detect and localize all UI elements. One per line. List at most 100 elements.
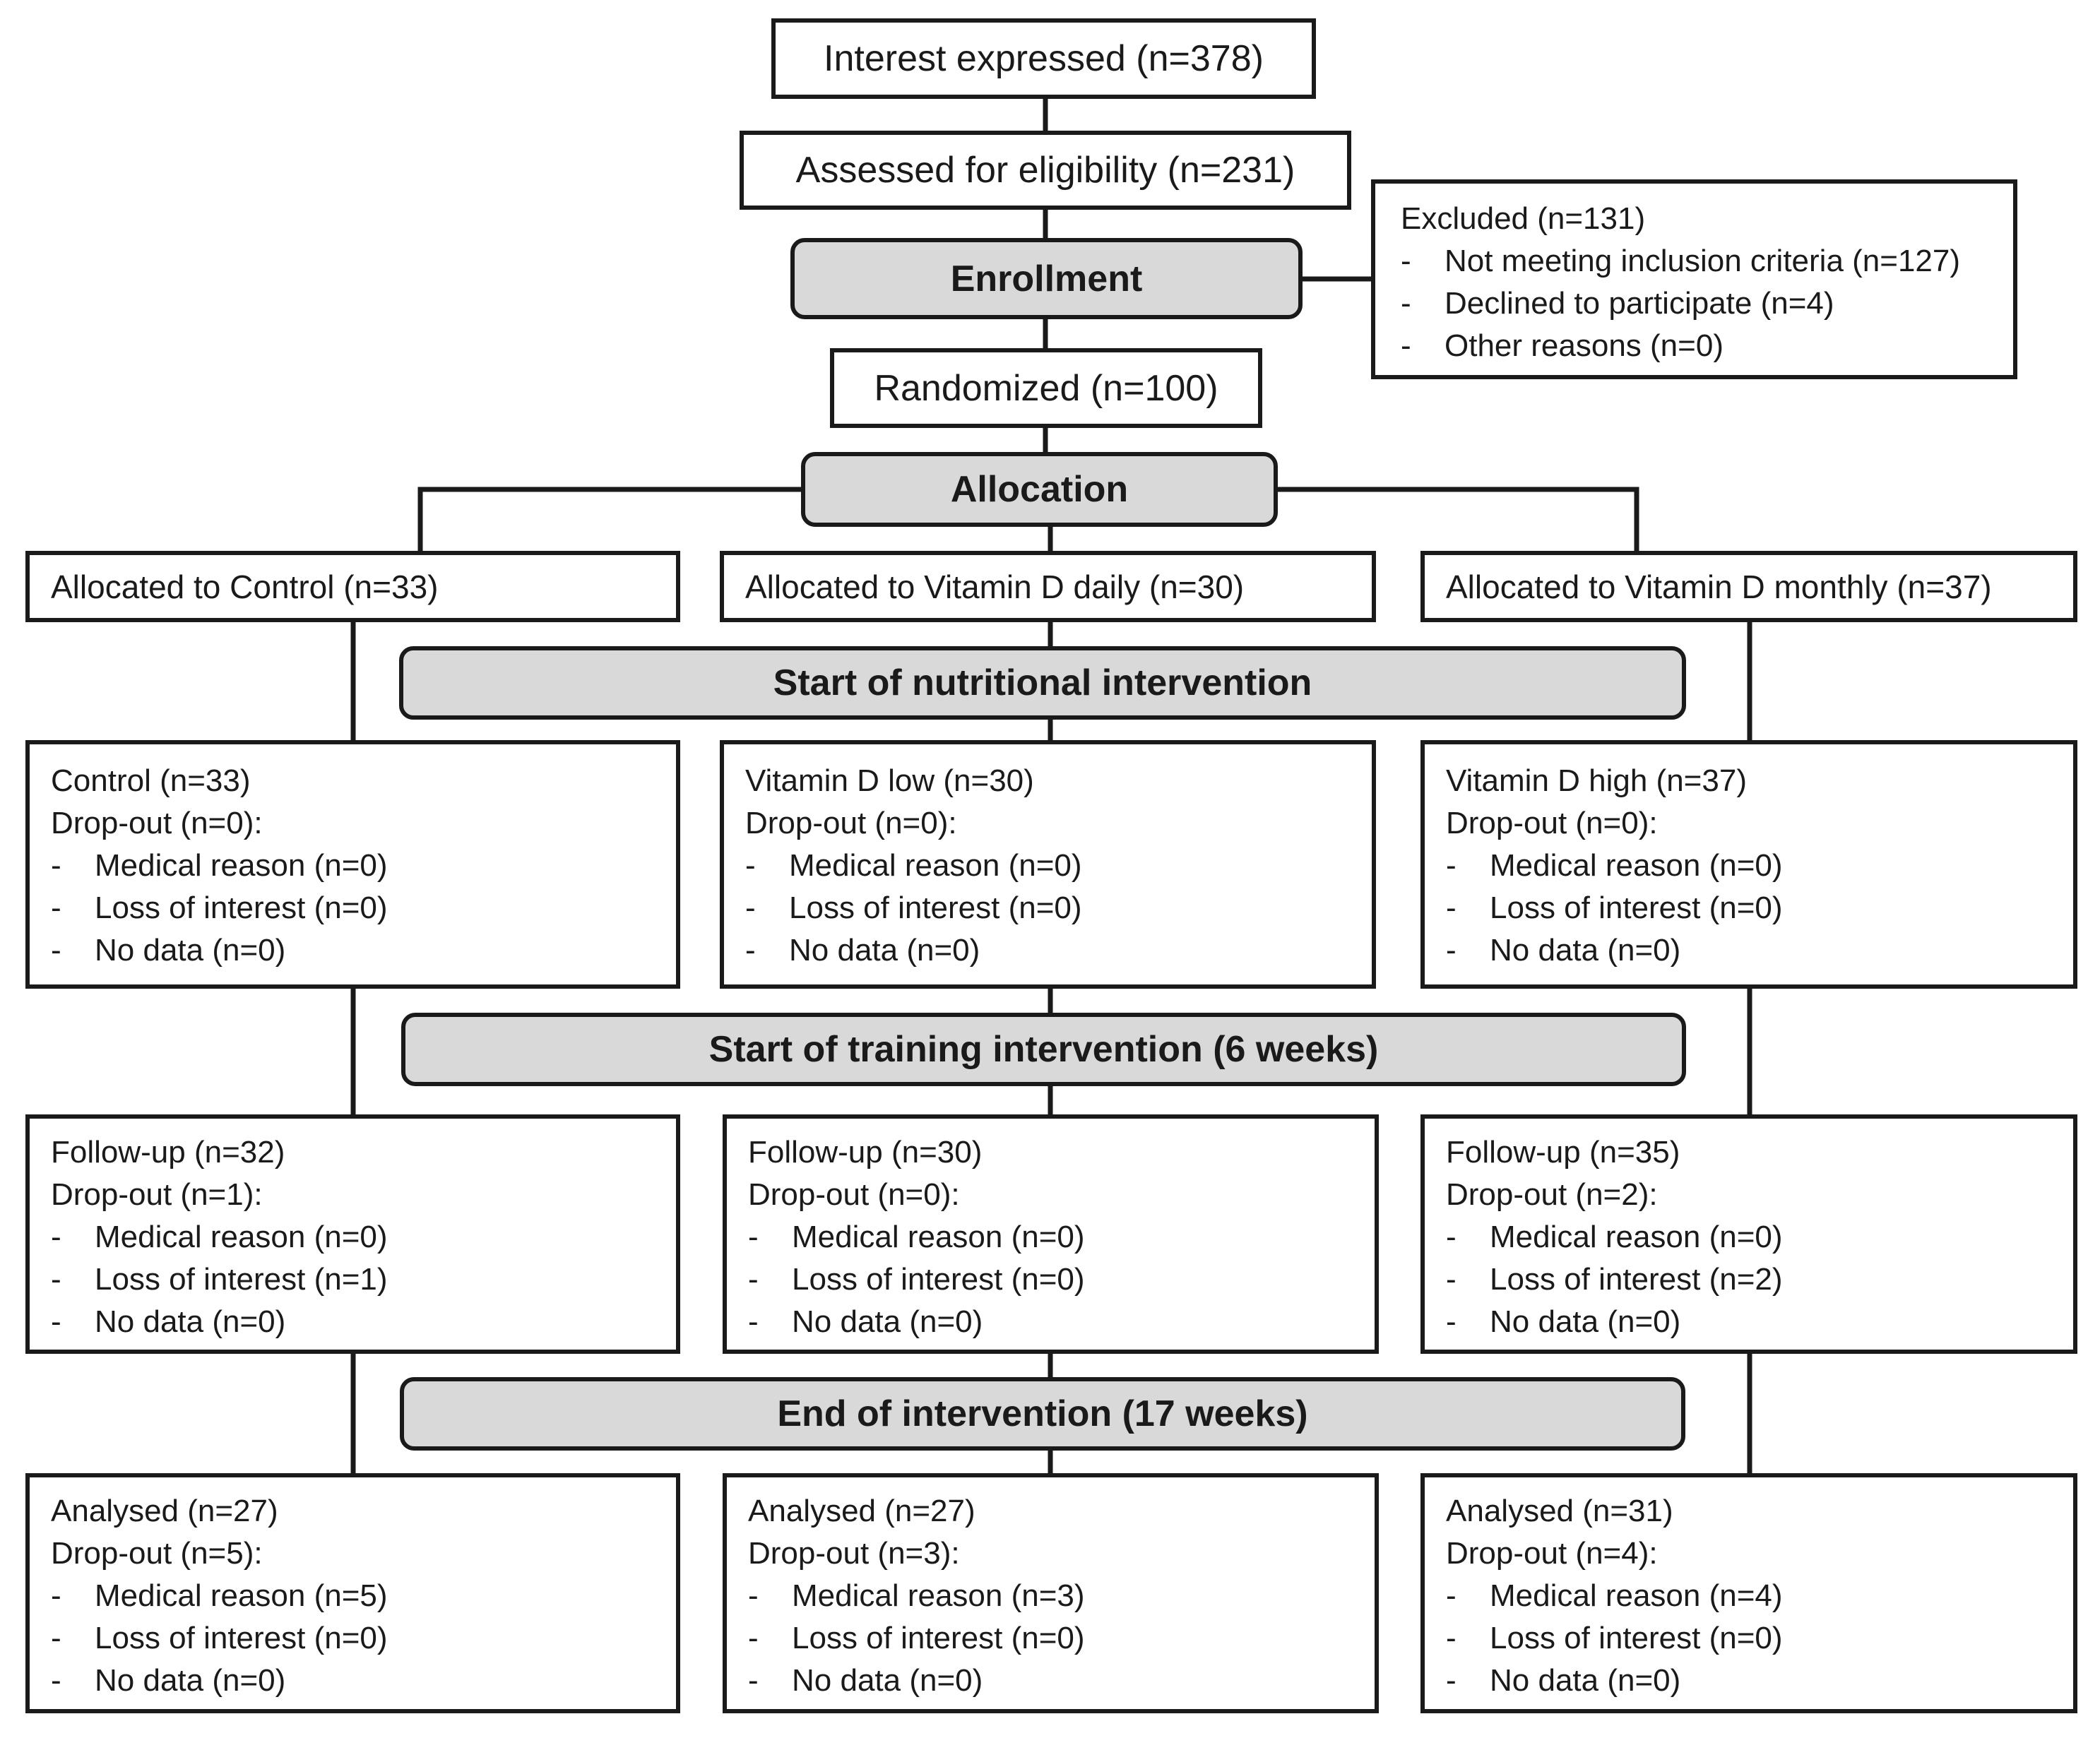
box-title: Follow-up (n=30) xyxy=(748,1135,983,1169)
dropout-item-label: Medical reason (n=4) xyxy=(1490,1578,1783,1613)
dropout-item: -No data (n=0) xyxy=(51,1660,662,1702)
bullet-dash: - xyxy=(1446,1262,1457,1297)
box-title: Analysed (n=31) xyxy=(1446,1494,1673,1528)
dropout-label: Drop-out (n=2): xyxy=(1446,1177,1658,1212)
dropout-item-label: No data (n=0) xyxy=(95,1663,286,1698)
stage-training: Start of training intervention (6 weeks) xyxy=(401,1013,1686,1086)
dropout-item-label: Medical reason (n=0) xyxy=(95,848,388,883)
dropout-item: -No data (n=0) xyxy=(748,1660,1360,1702)
box-title: Analysed (n=27) xyxy=(51,1494,278,1528)
dropout-item-label: Medical reason (n=0) xyxy=(789,848,1082,883)
phase-1-arm-2-box: Follow-up (n=35) Drop-out (n=2): -Medica… xyxy=(1420,1114,2077,1354)
excluded-item-label: Not meeting inclusion criteria (n=127) xyxy=(1445,244,1961,278)
stage-nutritional: Start of nutritional intervention xyxy=(399,646,1686,720)
dropout-item: -Loss of interest (n=0) xyxy=(1446,1617,2059,1660)
bullet-dash: - xyxy=(748,1220,759,1254)
dropout-item-label: Loss of interest (n=0) xyxy=(789,891,1082,925)
dropout-item: -Loss of interest (n=0) xyxy=(745,887,1358,929)
dropout-item: -Medical reason (n=5) xyxy=(51,1575,662,1617)
dropout-label: Drop-out (n=0): xyxy=(1446,806,1658,840)
dropout-label: Drop-out (n=4): xyxy=(1446,1536,1658,1571)
dropout-item: -Loss of interest (n=1) xyxy=(51,1258,662,1301)
dropout-item: -Medical reason (n=0) xyxy=(1446,845,2059,887)
bullet-dash: - xyxy=(748,1621,759,1655)
bullet-dash: - xyxy=(51,1663,61,1698)
dropout-item-label: No data (n=0) xyxy=(95,1304,286,1339)
dropout-item-label: No data (n=0) xyxy=(1490,933,1681,968)
bullet-dash: - xyxy=(748,1578,759,1613)
bullet-dash: - xyxy=(1446,1621,1457,1655)
dropout-item: -No data (n=0) xyxy=(51,929,662,972)
excluded-item-label: Declined to participate (n=4) xyxy=(1445,286,1834,321)
bullet-dash: - xyxy=(51,1621,61,1655)
dropout-item: -Loss of interest (n=0) xyxy=(748,1258,1360,1301)
dropout-item-label: Medical reason (n=0) xyxy=(792,1220,1085,1254)
bullet-dash: - xyxy=(51,933,61,968)
dropout-item-label: Loss of interest (n=2) xyxy=(1490,1262,1783,1297)
bullet-dash: - xyxy=(51,891,61,925)
box-title: Vitamin D low (n=30) xyxy=(745,763,1034,798)
bullet-dash: - xyxy=(1446,1304,1457,1339)
dropout-item: -Medical reason (n=0) xyxy=(51,845,662,887)
stage-end: End of intervention (17 weeks) xyxy=(400,1377,1685,1451)
dropout-item-label: Medical reason (n=5) xyxy=(95,1578,388,1613)
dropout-item-label: Loss of interest (n=0) xyxy=(1490,1621,1783,1655)
bullet-dash: - xyxy=(748,1663,759,1698)
bullet-dash: - xyxy=(1446,933,1457,968)
bullet-dash: - xyxy=(748,1262,759,1297)
phase-0-arm-0-box: Control (n=33) Drop-out (n=0): -Medical … xyxy=(25,740,680,989)
box-title: Analysed (n=27) xyxy=(748,1494,975,1528)
dropout-item: -No data (n=0) xyxy=(745,929,1358,972)
dropout-label: Drop-out (n=0): xyxy=(745,806,957,840)
dropout-item: -Loss of interest (n=0) xyxy=(748,1617,1360,1660)
phase-1-arm-1-box: Follow-up (n=30) Drop-out (n=0): -Medica… xyxy=(723,1114,1379,1354)
dropout-label: Drop-out (n=0): xyxy=(748,1177,960,1212)
dropout-item-label: No data (n=0) xyxy=(95,933,286,968)
box-title: Follow-up (n=32) xyxy=(51,1135,285,1169)
dropout-item-label: No data (n=0) xyxy=(1490,1663,1681,1698)
arm-monthly-box: Allocated to Vitamin D monthly (n=37) xyxy=(1420,551,2077,622)
bullet-dash: - xyxy=(51,1304,61,1339)
phase-0-arm-1-box: Vitamin D low (n=30) Drop-out (n=0): -Me… xyxy=(720,740,1376,989)
randomized-box: Randomized (n=100) xyxy=(830,348,1262,428)
dropout-item-label: Loss of interest (n=0) xyxy=(95,1621,388,1655)
dropout-item-label: Loss of interest (n=0) xyxy=(1490,891,1783,925)
excluded-box: Excluded (n=131) - Not meeting inclusion… xyxy=(1371,179,2017,379)
bullet-dash: - xyxy=(745,848,756,883)
dropout-item-label: No data (n=0) xyxy=(792,1663,983,1698)
box-title: Follow-up (n=35) xyxy=(1446,1135,1680,1169)
dropout-label: Drop-out (n=1): xyxy=(51,1177,263,1212)
dropout-item-label: Loss of interest (n=0) xyxy=(792,1621,1085,1655)
connector-allocation-monthly xyxy=(1274,487,1639,553)
dropout-item-label: Medical reason (n=0) xyxy=(1490,848,1783,883)
bullet-dash: - xyxy=(745,933,756,968)
dropout-label: Drop-out (n=0): xyxy=(51,806,263,840)
excluded-item: - Other reasons (n=0) xyxy=(1401,325,1999,367)
dropout-item-label: Loss of interest (n=1) xyxy=(95,1262,388,1297)
dropout-item: -Medical reason (n=0) xyxy=(51,1216,662,1258)
bullet-dash: - xyxy=(51,1262,61,1297)
dropout-item-label: No data (n=0) xyxy=(1490,1304,1681,1339)
bullet-dash: - xyxy=(51,1220,61,1254)
bullet-dash: - xyxy=(748,1304,759,1339)
bullet-dash: - xyxy=(1446,891,1457,925)
dropout-item-label: No data (n=0) xyxy=(792,1304,983,1339)
dropout-item: -Medical reason (n=3) xyxy=(748,1575,1360,1617)
dropout-item: -Loss of interest (n=0) xyxy=(51,1617,662,1660)
bullet-dash: - xyxy=(1401,244,1411,278)
bullet-dash: - xyxy=(1446,1663,1457,1698)
dropout-item: -Loss of interest (n=2) xyxy=(1446,1258,2059,1301)
phase-0-arm-2-box: Vitamin D high (n=37) Drop-out (n=0): -M… xyxy=(1420,740,2077,989)
box-title: Control (n=33) xyxy=(51,763,251,798)
dropout-item: -Medical reason (n=0) xyxy=(1446,1216,2059,1258)
dropout-label: Drop-out (n=3): xyxy=(748,1536,960,1571)
bullet-dash: - xyxy=(1446,1220,1457,1254)
assessed-box: Assessed for eligibility (n=231) xyxy=(740,131,1351,210)
allocation-stage: Allocation xyxy=(801,452,1278,527)
box-title: Vitamin D high (n=37) xyxy=(1446,763,1747,798)
phase-2-arm-2-box: Analysed (n=31) Drop-out (n=4): -Medical… xyxy=(1420,1473,2077,1713)
dropout-item: -Medical reason (n=4) xyxy=(1446,1575,2059,1617)
bullet-dash: - xyxy=(1446,1578,1457,1613)
